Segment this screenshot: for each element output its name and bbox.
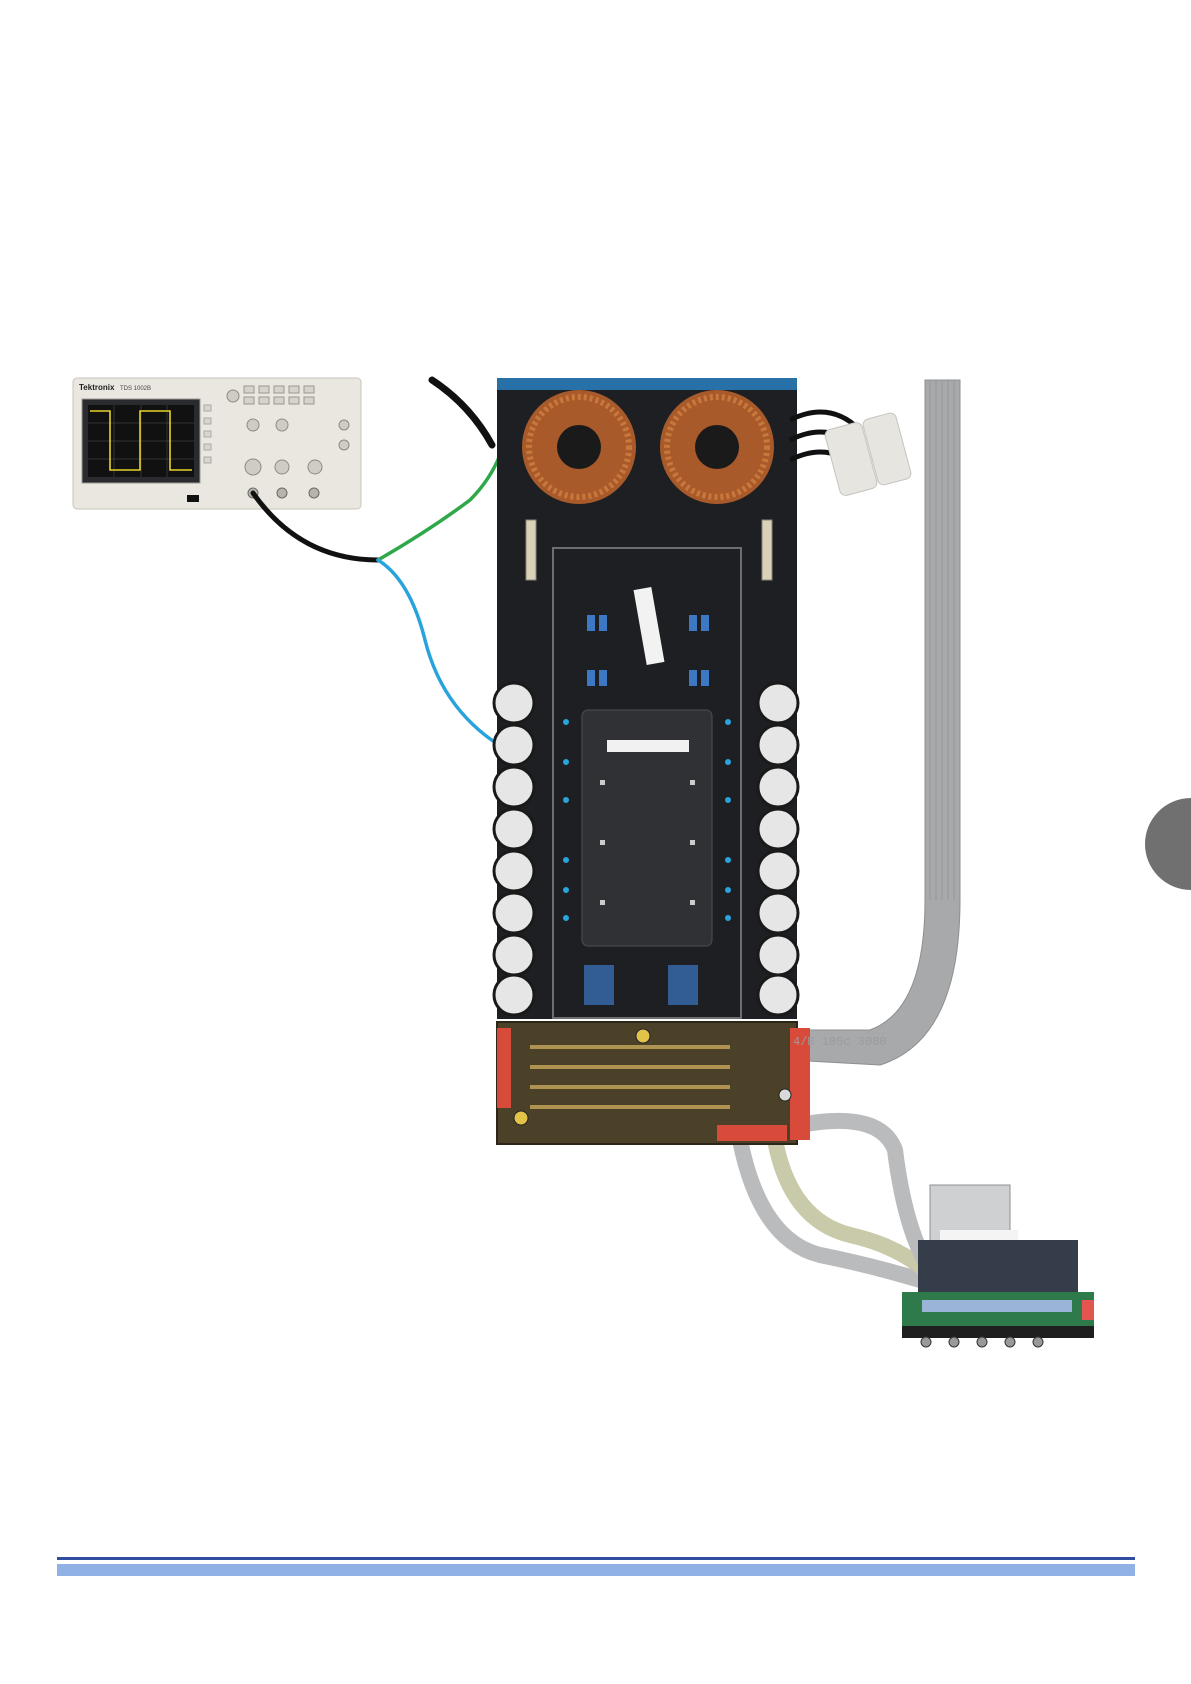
scope-model-label: TDS 1002B [120, 386, 151, 392]
amplifier-main-board [494, 378, 912, 1019]
footer-rule-dark [57, 1557, 1135, 1560]
board-edge-label: 4/B 105c 3080 [793, 1035, 887, 1049]
probe-green-wire [378, 455, 500, 560]
scope-brand-label: Tektronix [79, 383, 115, 392]
oscilloscope: Tektronix TDS 1002B [73, 378, 361, 509]
footer-rule-light [57, 1564, 1135, 1576]
display-module [902, 1185, 1094, 1347]
